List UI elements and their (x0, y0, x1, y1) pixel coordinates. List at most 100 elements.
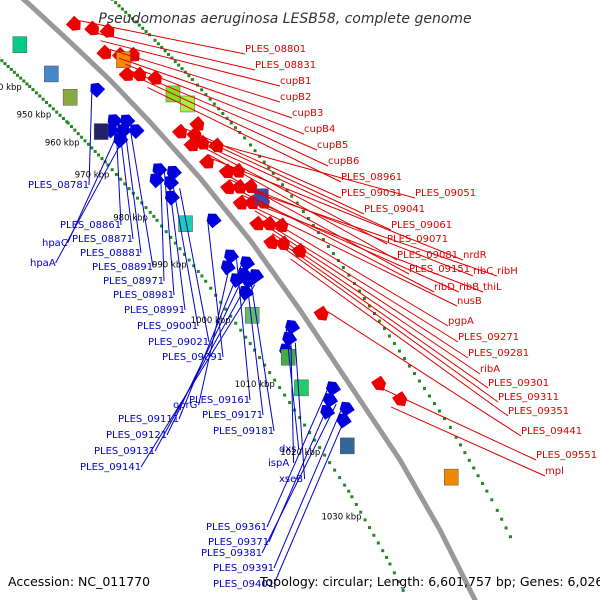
forward-gene-arrow (275, 235, 290, 251)
tick-dot (311, 223, 315, 227)
tick-dot (187, 258, 191, 262)
forward-label-leader (193, 137, 416, 199)
reverse-gene-arrow (220, 260, 236, 276)
tick-dot (354, 502, 358, 506)
tick-dot (137, 23, 141, 27)
forward-gene-arrow (183, 136, 199, 152)
tick-dot (402, 357, 406, 361)
tick-label: 990 kbp (152, 261, 187, 271)
tick-dot (372, 533, 376, 537)
reverse-gene-arrow (165, 190, 180, 206)
tick-dot (285, 188, 289, 192)
forward-gene-label: PLES_09061 (391, 220, 452, 231)
tick-dot (318, 446, 322, 450)
tick-dot (343, 483, 347, 487)
tick-dot (167, 52, 171, 56)
forward-gene-arrow (65, 15, 81, 31)
tick-dot (73, 128, 77, 132)
tick-dot (224, 307, 228, 311)
reverse-label-leader (163, 171, 175, 296)
forward-gene-arrow (172, 123, 187, 139)
forward-gene-label: PLES_08961 (341, 172, 402, 183)
forward-gene-label: PLES_09441 (521, 426, 582, 437)
tick-dot (381, 549, 385, 553)
tick-dot (192, 264, 196, 268)
tick-dot (9, 67, 13, 71)
reverse-label-leader (166, 271, 247, 436)
tick-dot (140, 201, 144, 205)
reverse-label-leader (249, 278, 275, 432)
reverse-gene-arrow (326, 381, 341, 397)
tick-dot (144, 206, 148, 210)
tick-dot (127, 187, 131, 191)
forward-gene-label: mpl (545, 466, 564, 477)
tick-dot (472, 466, 476, 470)
tick-dot (173, 60, 177, 64)
tick-dot (432, 402, 436, 406)
label-leader-layer (55, 20, 546, 585)
reverse-label-leader (236, 259, 251, 401)
tick-dot (0, 59, 4, 63)
tick-label: 1000 kbp (191, 316, 231, 326)
tick-dot (308, 431, 312, 435)
tick-dot (234, 126, 238, 130)
reverse-gene-label: PLES_09171 (202, 410, 263, 421)
tick-dot (51, 107, 55, 111)
tick-dot (209, 286, 213, 290)
tick-dot (22, 79, 26, 83)
tick-dot (131, 17, 135, 21)
tick-dots-layer (0, 0, 512, 592)
forward-label-leader (79, 20, 246, 55)
tick-dot (417, 379, 421, 383)
reverse-label-leader (290, 335, 295, 464)
tick-dot (164, 230, 168, 234)
tick-dot (183, 70, 187, 74)
tick-dot (448, 425, 452, 429)
forward-gene-label: ribD (434, 282, 455, 293)
forward-gene-label: thiL (483, 282, 502, 293)
tick-label: 960 kbp (45, 139, 80, 149)
forward-label-leader (196, 141, 392, 231)
tick-dot (183, 252, 187, 256)
forward-gene-label: cupB1 (280, 76, 311, 87)
reverse-label-leader (178, 265, 242, 420)
tick-dot (273, 378, 277, 382)
tick-dot (76, 132, 80, 136)
tick-dot (397, 349, 401, 353)
forward-gene-arrow (273, 217, 289, 233)
reverse-gene-label: PLES_08981 (113, 290, 174, 301)
backbone-layer (20, 0, 478, 600)
reverse-gene-label: PLES_08861 (60, 220, 121, 231)
forward-gene-label: pgpA (448, 316, 474, 327)
tick-dot (267, 166, 271, 170)
tick-dot (504, 526, 508, 530)
forward-gene-label: PLES_09551 (536, 450, 597, 461)
tick-dot (180, 67, 184, 71)
feature-block (12, 36, 28, 53)
tick-dot (178, 247, 182, 251)
reverse-label-leader (179, 188, 210, 343)
tick-dot (333, 468, 337, 472)
tick-dot (490, 498, 494, 502)
tick-dot (31, 88, 35, 92)
tick-dot (295, 201, 299, 205)
tick-dot (347, 273, 351, 277)
tick-dot (177, 63, 181, 67)
reverse-gene-label: hpaC (42, 238, 68, 249)
forward-label-leader (272, 233, 481, 375)
tick-dot (134, 20, 138, 24)
forward-gene-label: cupB4 (304, 124, 335, 135)
reverse-gene-arrow (241, 274, 257, 290)
reverse-label-leader (55, 130, 129, 264)
tick-dot (316, 230, 320, 234)
forward-gene-label: PLES_09311 (498, 392, 559, 403)
tick-dot (392, 571, 396, 575)
tick-dot (301, 209, 305, 213)
tick-dot (83, 139, 87, 143)
tick-dot (467, 458, 471, 462)
tick-dot (458, 443, 462, 447)
tick-dot (160, 45, 164, 49)
forward-gene-arrow (232, 194, 248, 210)
forward-gene-arrow (147, 70, 162, 85)
